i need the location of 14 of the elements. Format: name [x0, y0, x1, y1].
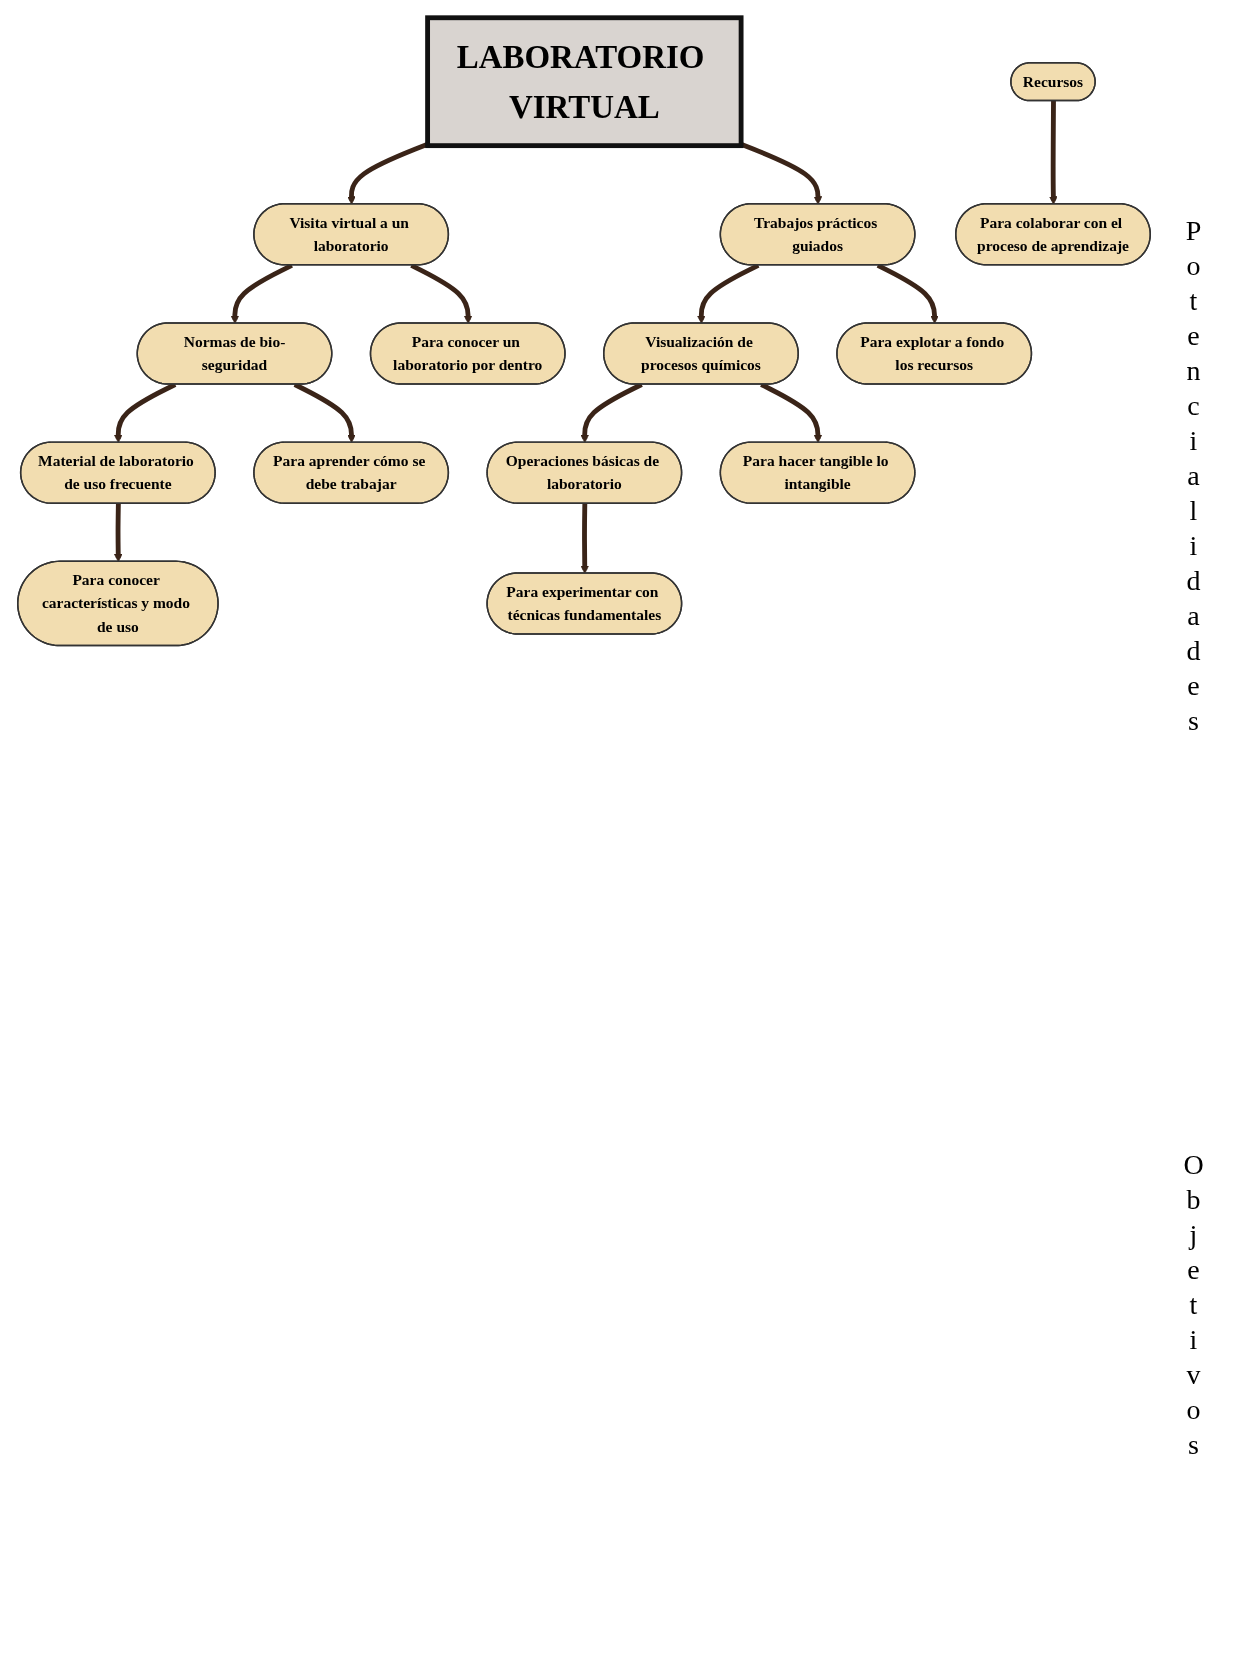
arrow: [114, 382, 177, 443]
arrow: [580, 503, 589, 574]
arrow: [697, 263, 760, 324]
arrow: [230, 263, 293, 324]
side-label: Potencialidades: [1177, 214, 1209, 740]
arrow: [876, 263, 939, 324]
arrow: [760, 382, 823, 443]
arrow: [580, 382, 643, 443]
arrow: [114, 503, 123, 563]
node-box: LABORATORIO VIRTUAL: [425, 15, 744, 149]
arrow: [293, 382, 356, 443]
arrow: [410, 263, 473, 324]
side-label: Objetivos: [1177, 1149, 1209, 1465]
arrow: [1049, 101, 1058, 205]
